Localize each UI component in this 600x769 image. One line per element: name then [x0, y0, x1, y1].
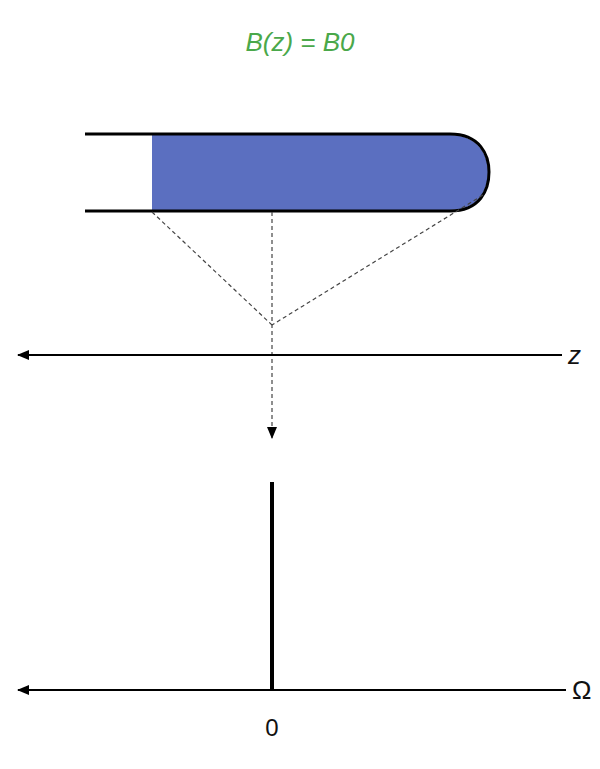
omega-axis	[18, 689, 566, 691]
sample-fill	[152, 135, 488, 210]
projection-arrow	[271, 212, 272, 438]
z-axis	[18, 354, 562, 356]
tube-outline	[85, 134, 489, 211]
axis-label: z	[568, 342, 581, 368]
spectrum-peak	[270, 482, 274, 690]
projection-line	[272, 195, 483, 325]
tick-label: 0	[265, 716, 278, 740]
axis-label: Ω	[572, 677, 591, 703]
projection-line	[152, 212, 272, 325]
field-label: B(z) = B0	[245, 29, 354, 55]
